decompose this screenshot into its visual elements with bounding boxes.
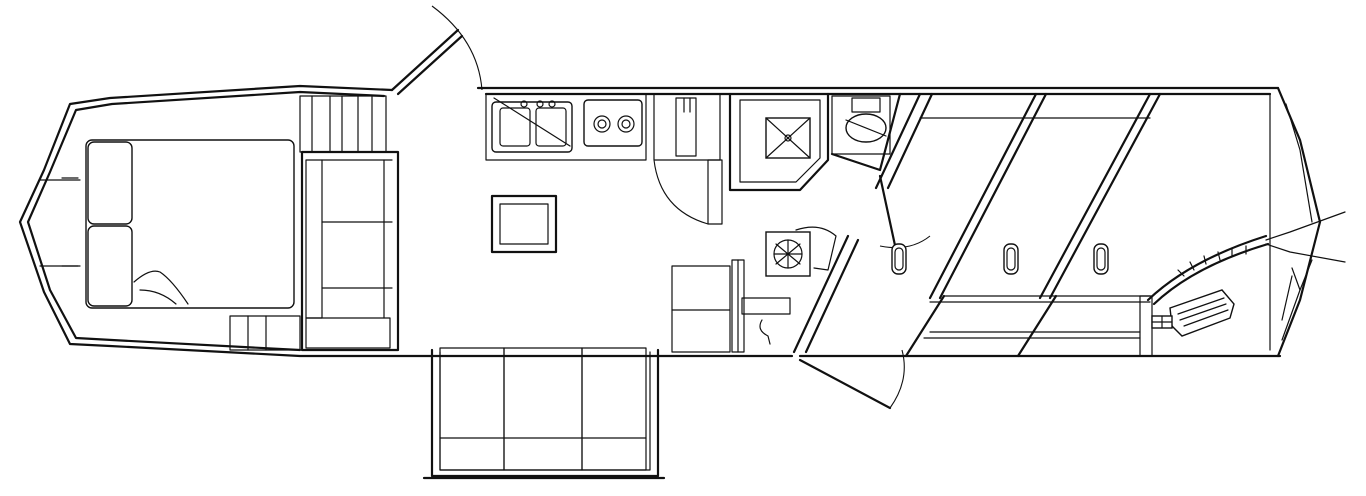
bathroom [728, 92, 902, 353]
slide-out-room [422, 347, 666, 480]
bed [39, 139, 295, 309]
horse-stalls [874, 92, 1162, 358]
kitchen-counter [485, 93, 647, 161]
tack-area [1146, 234, 1270, 337]
closet-columns [229, 95, 387, 351]
pantry-cabinet [671, 265, 731, 353]
dinette-table [490, 194, 558, 254]
living-horse-divider [792, 174, 931, 410]
fridge-cabinet [653, 93, 723, 225]
sofa [300, 150, 400, 352]
entry-door [390, 5, 483, 96]
